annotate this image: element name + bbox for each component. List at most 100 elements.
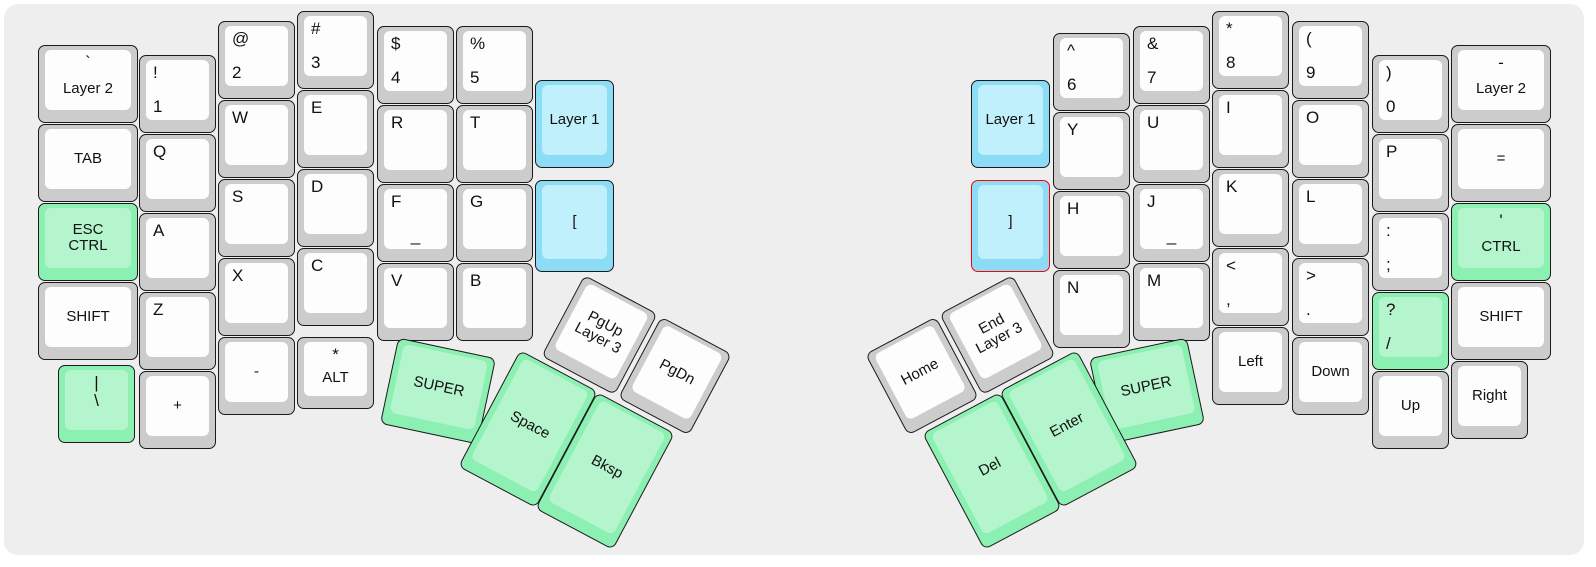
key-l-layer2[interactable]: `Layer 2 bbox=[38, 45, 138, 123]
key-r-up[interactable]: Up bbox=[1372, 371, 1449, 449]
legend-shift-l-1: ! bbox=[153, 63, 158, 82]
keycap-l-lbracket: [ bbox=[542, 185, 607, 259]
legend-r-o: O bbox=[1306, 108, 1320, 127]
key-r-i[interactable]: I bbox=[1212, 90, 1289, 168]
legend-r-y: Y bbox=[1067, 120, 1079, 139]
keycap-l-3: #3 bbox=[304, 16, 367, 76]
key-r-shift[interactable]: SHIFT bbox=[1451, 282, 1551, 360]
legend-base-r-comma: , bbox=[1226, 290, 1231, 310]
key-r-equal[interactable]: = bbox=[1451, 124, 1551, 202]
legend-shift-r-comma: < bbox=[1226, 256, 1236, 275]
keycap-l-b: B bbox=[463, 268, 526, 328]
legend-shift-l-4: $ bbox=[391, 34, 401, 53]
key-r-rbracket[interactable]: ] bbox=[971, 180, 1050, 272]
keycap-l-1: !1 bbox=[146, 60, 209, 120]
key-r-left[interactable]: Left bbox=[1212, 327, 1289, 405]
key-l-a[interactable]: A bbox=[139, 213, 216, 291]
key-l-s[interactable]: S bbox=[218, 179, 295, 257]
key-r-y[interactable]: Y bbox=[1053, 112, 1130, 190]
key-l-layer1[interactable]: Layer 1 bbox=[535, 80, 614, 168]
key-l-esc-ctrl[interactable]: ESC CTRL bbox=[38, 203, 138, 281]
keycap-r-right: Right bbox=[1458, 366, 1521, 426]
key-l-v[interactable]: V bbox=[377, 263, 454, 341]
key-r-period[interactable]: >. bbox=[1292, 258, 1369, 336]
key-r-comma[interactable]: <, bbox=[1212, 248, 1289, 326]
key-l-alt[interactable]: *ALT bbox=[297, 337, 374, 409]
key-r-0[interactable]: )0 bbox=[1372, 55, 1449, 133]
legend-r-up: Up bbox=[1400, 397, 1421, 415]
legend-l-t: T bbox=[470, 113, 481, 132]
key-l-e[interactable]: E bbox=[297, 90, 374, 168]
legend-l-minus: - bbox=[254, 363, 259, 381]
key-r-p[interactable]: P bbox=[1372, 134, 1449, 212]
key-r-right[interactable]: Right bbox=[1451, 361, 1528, 439]
legend-r-del: Del bbox=[976, 454, 1004, 481]
key-r-8[interactable]: *8 bbox=[1212, 11, 1289, 89]
legend-base-l-2: 2 bbox=[232, 63, 242, 83]
legend-shift-r-6: ^ bbox=[1067, 41, 1075, 60]
key-l-f[interactable]: F_ bbox=[377, 184, 454, 262]
key-l-d[interactable]: D bbox=[297, 169, 374, 247]
key-r-j[interactable]: J_ bbox=[1133, 184, 1210, 262]
keycap-r-layer2: -Layer 2 bbox=[1458, 50, 1544, 110]
key-r-down[interactable]: Down bbox=[1292, 337, 1369, 415]
legend-shift-l-2: @ bbox=[232, 29, 250, 48]
key-l-3[interactable]: #3 bbox=[297, 11, 374, 89]
key-l-5[interactable]: %5 bbox=[456, 26, 533, 104]
keycap-l-v: V bbox=[384, 268, 447, 328]
key-r-k[interactable]: K bbox=[1212, 169, 1289, 247]
legend-r-l: L bbox=[1306, 187, 1316, 206]
key-r-m[interactable]: M bbox=[1133, 263, 1210, 341]
keycap-r-n: N bbox=[1060, 275, 1123, 335]
key-r-u[interactable]: U bbox=[1133, 105, 1210, 183]
legend-r-super: SUPER bbox=[1119, 373, 1174, 401]
key-l-c[interactable]: C bbox=[297, 248, 374, 326]
keycap-l-shift: SHIFT bbox=[45, 287, 131, 347]
key-r-ctrl[interactable]: 'CTRL bbox=[1451, 203, 1551, 281]
legend-r-p: P bbox=[1386, 142, 1398, 161]
keycap-r-slash: ?/ bbox=[1379, 297, 1442, 357]
key-l-g[interactable]: G bbox=[456, 184, 533, 262]
legend-base-r-period: . bbox=[1306, 300, 1311, 320]
key-r-o[interactable]: O bbox=[1292, 100, 1369, 178]
key-r-semi[interactable]: :; bbox=[1372, 213, 1449, 291]
legend-l-b: B bbox=[470, 271, 482, 290]
key-r-n[interactable]: N bbox=[1053, 270, 1130, 348]
key-l-x[interactable]: X bbox=[218, 258, 295, 336]
key-r-slash[interactable]: ?/ bbox=[1372, 292, 1449, 370]
key-l-pipe[interactable]: |\ bbox=[58, 365, 135, 443]
key-l-q[interactable]: Q bbox=[139, 134, 216, 212]
keycap-l-e: E bbox=[304, 95, 367, 155]
key-l-t[interactable]: T bbox=[456, 105, 533, 183]
legend-base-r-8: 8 bbox=[1226, 53, 1236, 73]
keycap-l-plus: + bbox=[146, 376, 209, 436]
key-r-layer1[interactable]: Layer 1 bbox=[971, 80, 1050, 168]
legend-l-w: W bbox=[232, 108, 249, 127]
key-l-r[interactable]: R bbox=[377, 105, 454, 183]
key-r-l[interactable]: L bbox=[1292, 179, 1369, 257]
legend-shift-r-layer2: - bbox=[1498, 53, 1504, 72]
keycap-r-shift: SHIFT bbox=[1458, 287, 1544, 347]
key-l-plus[interactable]: + bbox=[139, 371, 216, 449]
key-r-7[interactable]: &7 bbox=[1133, 26, 1210, 104]
keycap-l-tab: TAB bbox=[45, 129, 131, 189]
legend-base-r-0: 0 bbox=[1386, 97, 1396, 117]
key-l-1[interactable]: !1 bbox=[139, 55, 216, 133]
key-l-2[interactable]: @2 bbox=[218, 21, 295, 99]
legend-l-space: Space bbox=[507, 407, 553, 443]
key-l-b[interactable]: B bbox=[456, 263, 533, 341]
key-l-w[interactable]: W bbox=[218, 100, 295, 178]
key-l-tab[interactable]: TAB bbox=[38, 124, 138, 202]
legend-base-r-6: 6 bbox=[1067, 75, 1077, 95]
key-l-minus[interactable]: - bbox=[218, 337, 295, 415]
key-r-6[interactable]: ^6 bbox=[1053, 33, 1130, 111]
key-r-layer2[interactable]: -Layer 2 bbox=[1451, 45, 1551, 123]
legend-r-home: Home bbox=[898, 355, 942, 390]
key-r-h[interactable]: H bbox=[1053, 191, 1130, 269]
legend-r-h: H bbox=[1067, 199, 1080, 218]
key-l-4[interactable]: $4 bbox=[377, 26, 454, 104]
key-l-z[interactable]: Z bbox=[139, 292, 216, 370]
key-r-9[interactable]: (9 bbox=[1292, 21, 1369, 99]
key-l-shift[interactable]: SHIFT bbox=[38, 282, 138, 360]
key-l-lbracket[interactable]: [ bbox=[535, 180, 614, 272]
